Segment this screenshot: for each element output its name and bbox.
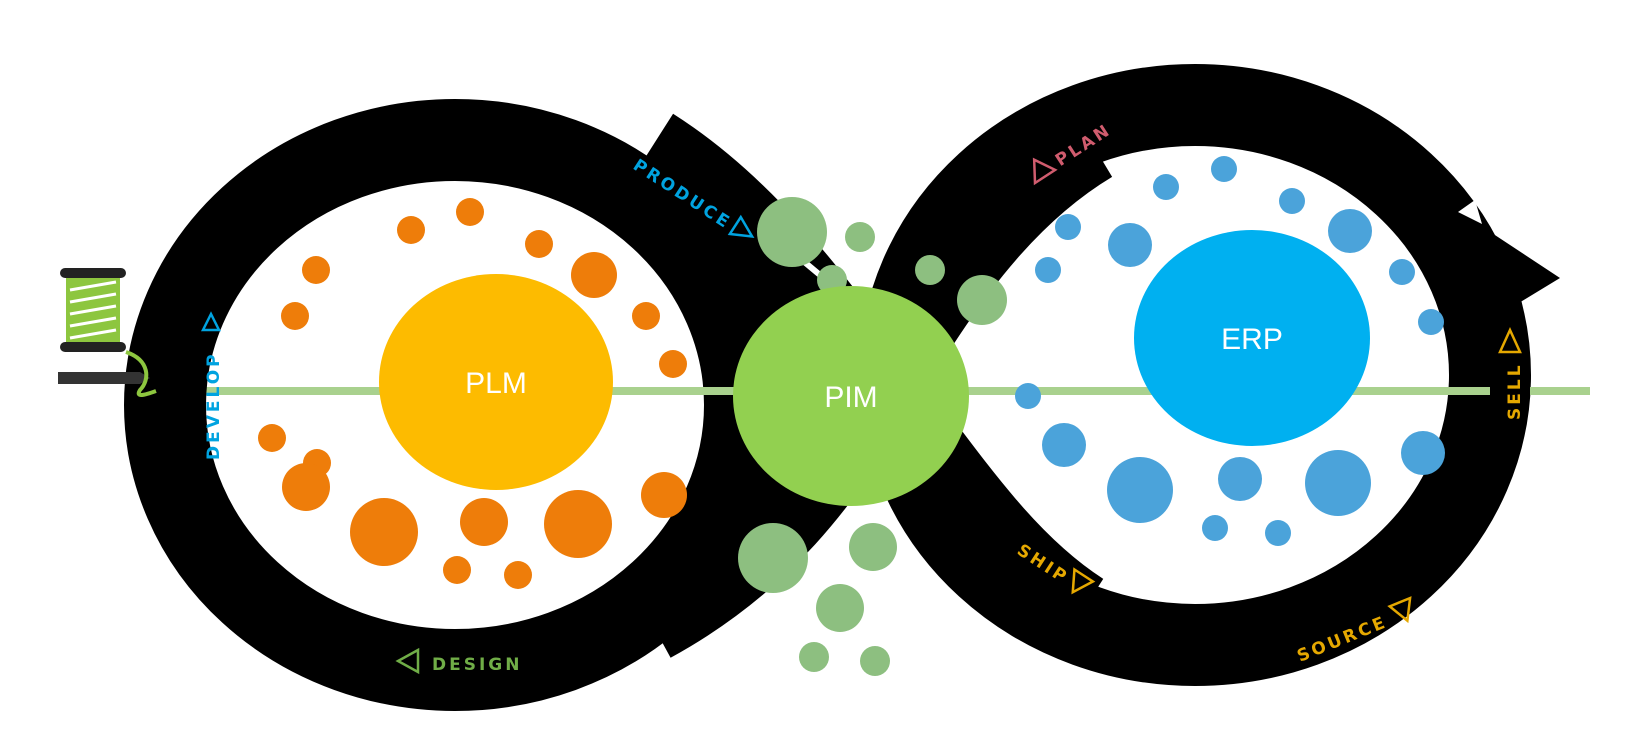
erp-dot: [1202, 515, 1228, 541]
erp-dot: [1305, 450, 1371, 516]
erp-dot: [1211, 156, 1237, 182]
plm-hub-circle: [379, 274, 613, 490]
ship-triangle-icon: [1071, 567, 1096, 595]
plm-hub: PLM: [379, 274, 613, 490]
plm-dot: [397, 216, 425, 244]
pim-dot: [860, 646, 890, 676]
plm-dot: [350, 498, 418, 566]
develop-triangle-icon: [200, 311, 222, 332]
erp-dot: [1389, 259, 1415, 285]
pim-dots: [738, 197, 1007, 676]
plm-dot: [443, 556, 471, 584]
pim-dot: [738, 523, 808, 593]
erp-dot: [1015, 383, 1041, 409]
pim-dot: [957, 275, 1007, 325]
source-triangle-icon: [1387, 596, 1412, 624]
erp-dots: [1015, 156, 1445, 546]
erp-hub-label: ERP: [1221, 323, 1283, 356]
erp-dot: [1108, 223, 1152, 267]
produce-triangle-icon: [727, 214, 755, 238]
plm-dot: [641, 472, 687, 518]
erp-dot: [1042, 423, 1086, 467]
spool-needle-icon: [58, 268, 157, 397]
plm-dot: [456, 198, 484, 226]
plm-dot: [525, 230, 553, 258]
design-triangle-icon: [395, 647, 420, 675]
erp-dot: [1279, 188, 1305, 214]
erp-dot: [1328, 209, 1372, 253]
pim-hub-circle: [733, 286, 969, 506]
stage-design: DESIGN: [395, 647, 522, 675]
plm-dot: [460, 498, 508, 546]
pim-hub: PIM: [733, 286, 969, 506]
pim-dot: [849, 523, 897, 571]
plm-dot: [632, 302, 660, 330]
erp-dot: [1055, 214, 1081, 240]
erp-dot: [1401, 431, 1445, 475]
plm-dot: [544, 490, 612, 558]
pim-dot: [757, 197, 827, 267]
stage-develop: DEVELOP: [200, 311, 224, 460]
plm-dots: [258, 198, 687, 589]
erp-hub-circle: [1134, 230, 1370, 446]
plm-dot: [659, 350, 687, 378]
stage-design-label: DESIGN: [432, 655, 522, 675]
plm-dot: [282, 463, 330, 511]
plm-dot: [281, 302, 309, 330]
plm-dot: [258, 424, 286, 452]
pim-dot: [915, 255, 945, 285]
pim-dot: [845, 222, 875, 252]
erp-dot: [1107, 457, 1173, 523]
sell-triangle-icon: [1498, 326, 1522, 354]
pim-hub-label: PIM: [824, 381, 877, 414]
erp-hub: ERP: [1134, 230, 1370, 446]
stage-develop-label: DEVELOP: [204, 351, 224, 460]
stage-sell-label: SELL: [1505, 362, 1525, 420]
plm-dot: [302, 256, 330, 284]
plan-triangle-icon: [1032, 157, 1058, 186]
erp-dot: [1265, 520, 1291, 546]
erp-dot: [1035, 257, 1061, 283]
erp-dot: [1218, 457, 1262, 501]
plm-dot: [571, 252, 617, 298]
erp-dot: [1153, 174, 1179, 200]
loop-arrowhead: [1450, 212, 1560, 340]
stage-sell: SELL: [1498, 326, 1525, 420]
plm-dot: [504, 561, 532, 589]
erp-dot: [1418, 309, 1444, 335]
pim-dot: [799, 642, 829, 672]
plm-hub-label: PLM: [465, 367, 527, 400]
loop-arrowhead-notch: [1458, 200, 1482, 224]
pim-dot: [816, 584, 864, 632]
